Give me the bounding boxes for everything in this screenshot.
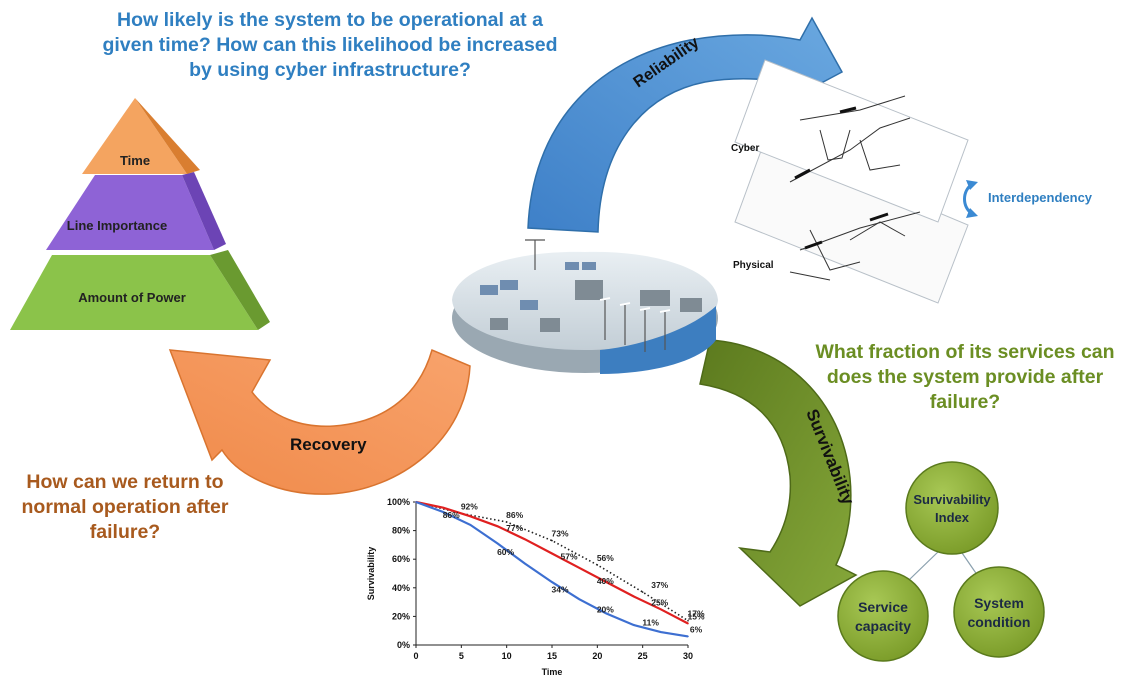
data-label: 77%: [506, 523, 523, 533]
series-point: [641, 591, 644, 593]
data-label: 92%: [461, 501, 478, 511]
data-label: 17%: [687, 609, 704, 619]
y-tick-label: 60%: [392, 554, 410, 564]
recovery-question: How can we return to normal operation af…: [21, 471, 229, 543]
data-label: 73%: [551, 529, 568, 539]
series-point: [605, 581, 608, 583]
y-tick-label: 100%: [387, 497, 410, 507]
pyramid: Time Line Importance Amount of Power: [10, 98, 270, 330]
interdependency-icon: [963, 180, 978, 218]
series-line-2: [415, 500, 689, 625]
y-tick-label: 0%: [397, 640, 410, 650]
cyber-physical-layers: Cyber Physical Interdependency: [731, 59, 1093, 304]
x-tick-label: 30: [683, 651, 693, 661]
left-line-2: capacity: [855, 618, 911, 634]
series-point: [632, 595, 635, 598]
pyramid-middle-label: Line Importance: [67, 218, 167, 233]
survivability-index-node: Survivability Index: [905, 461, 999, 555]
left-line-1: Service: [858, 599, 908, 615]
system-condition-node: System condition: [953, 566, 1045, 658]
y-tick-label: 40%: [392, 583, 410, 593]
series-point: [687, 635, 689, 638]
series-point: [469, 515, 472, 518]
service-capacity-node: Service capacity: [837, 570, 929, 662]
x-tick-label: 5: [459, 651, 464, 661]
series-point: [605, 612, 608, 615]
data-label: 25%: [651, 597, 668, 607]
recovery-label: Recovery: [290, 435, 367, 454]
data-label: 34%: [551, 584, 568, 594]
interdependency-label: Interdependency: [988, 190, 1093, 205]
data-label: 37%: [651, 580, 668, 590]
series-point: [578, 598, 580, 601]
y-tick-label: 80%: [392, 526, 410, 536]
cyber-label: Cyber: [731, 143, 759, 154]
series-point: [687, 622, 689, 625]
series-point: [687, 619, 689, 622]
series-point: [551, 552, 553, 555]
data-label: 20%: [597, 604, 614, 614]
right-line-1: System: [974, 595, 1024, 611]
smart-grid-illustration: [452, 239, 718, 374]
series-point: [632, 624, 635, 626]
series-point: [578, 566, 580, 569]
x-tick-label: 20: [592, 651, 602, 661]
y-tick-label: 20%: [392, 611, 410, 621]
data-label: 15%: [687, 612, 704, 622]
survivability-chart: 0 5 10 15 20 25 30 0% 20% 40% 60% 80% 100% Time Surviv…: [366, 497, 705, 677]
recovery-arrow: Recovery: [168, 348, 471, 495]
series-point: [496, 525, 499, 528]
series-point: [660, 631, 662, 633]
data-label: 86%: [506, 510, 523, 520]
root-line-2: Index: [935, 510, 970, 525]
data-label: 60%: [497, 547, 514, 557]
right-line-2: condition: [968, 614, 1031, 630]
survivability-question: What fraction of its services can does t…: [815, 341, 1115, 413]
survivability-index-tree: Survivability Index Service capacity Sys…: [837, 461, 1045, 662]
series-point: [551, 581, 553, 583]
data-label: 57%: [561, 551, 578, 561]
reliability-question: How likely is the system to be operation…: [102, 9, 558, 81]
survivability-arrow: Survivability: [699, 339, 858, 607]
series-point: [596, 564, 599, 566]
series-point: [524, 538, 526, 540]
physical-label: Physical: [733, 260, 774, 271]
series-point: [496, 542, 499, 545]
series-point: [442, 511, 445, 513]
series-point: [415, 501, 417, 503]
root-line-1: Survivability: [913, 492, 991, 507]
series-line-3: [415, 500, 689, 638]
pyramid-bottom-label: Amount of Power: [78, 290, 186, 305]
y-axis-title: Survivability: [366, 547, 376, 601]
series-point: [442, 506, 445, 509]
data-label: 11%: [642, 617, 659, 627]
pyramid-top-label: Time: [120, 153, 150, 168]
x-tick-label: 10: [502, 651, 512, 661]
data-label: 56%: [597, 553, 614, 563]
series-point: [524, 562, 526, 565]
x-axis-title: Time: [542, 667, 563, 677]
series-point: [469, 524, 472, 526]
series-point: [551, 539, 553, 542]
data-label: 6%: [690, 624, 703, 634]
series-point: [505, 521, 508, 523]
data-label: 40%: [597, 576, 614, 586]
data-label: 86%: [443, 510, 460, 520]
series-point: [660, 608, 662, 611]
x-tick-label: 25: [638, 651, 648, 661]
x-tick-label: 0: [413, 651, 418, 661]
x-tick-label: 15: [547, 651, 557, 661]
